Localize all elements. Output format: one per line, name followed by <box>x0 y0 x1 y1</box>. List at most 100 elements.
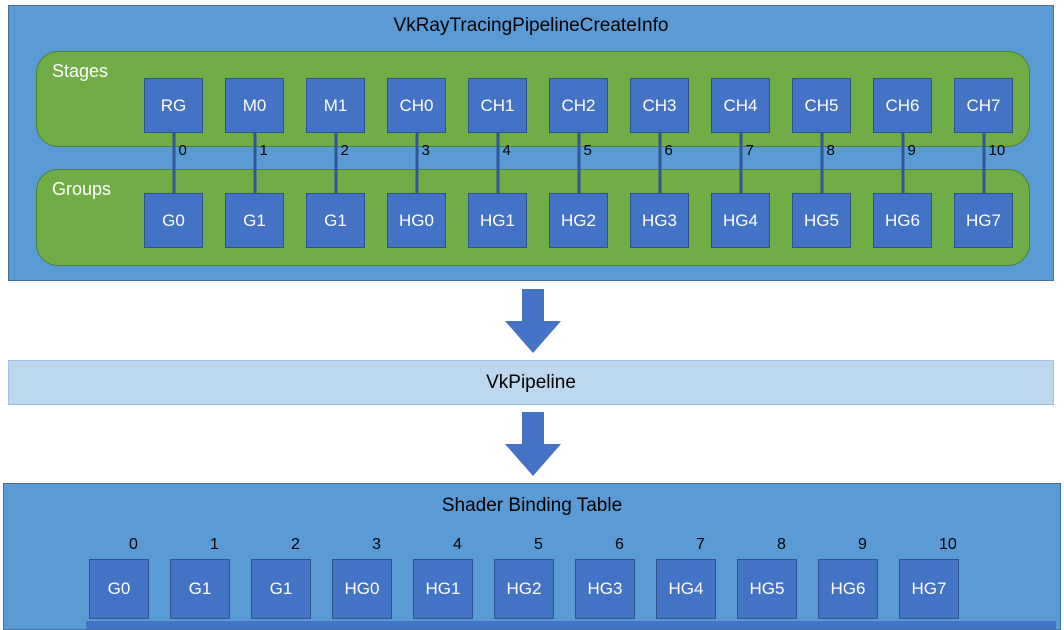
stage-node: CH2 <box>549 78 608 133</box>
create-info-panel: VkRayTracingPipelineCreateInfo Stages Gr… <box>8 5 1054 281</box>
index-label: 9 <box>907 142 916 159</box>
stage-group-columns: RG 0 G0 M0 1 G1 M1 2 G1 CH0 <box>144 78 1013 248</box>
group-node: HG3 <box>630 193 689 248</box>
index-label: 3 <box>421 142 430 159</box>
stage-group-connector: 1 <box>225 133 284 193</box>
group-node: HG6 <box>873 193 932 248</box>
group-node: HG1 <box>468 193 527 248</box>
stage-node: M0 <box>225 78 284 133</box>
down-arrow-icon <box>505 412 561 476</box>
pipeline-column: CH6 9 HG6 <box>873 78 932 248</box>
sbt-index-wrap: 6 <box>575 536 635 559</box>
pipeline-column: CH7 10 HG7 <box>954 78 1013 248</box>
stage-node: CH3 <box>630 78 689 133</box>
sbt-index-label: 7 <box>696 536 705 553</box>
stage-node: CH6 <box>873 78 932 133</box>
index-label: 5 <box>583 142 592 159</box>
index-label: 10 <box>988 142 1006 159</box>
create-info-title: VkRayTracingPipelineCreateInfo <box>393 15 669 36</box>
sbt-column: 0 G0 <box>89 536 149 619</box>
stage-group-connector: 10 <box>954 133 1013 193</box>
pipeline-column: M1 2 G1 <box>306 78 365 248</box>
sbt-index-wrap: 1 <box>170 536 230 559</box>
stage-group-connector: 3 <box>387 133 446 193</box>
sbt-column: 8 HG5 <box>737 536 797 619</box>
sbt-index-wrap: 9 <box>818 536 878 559</box>
pipeline-bar: VkPipeline <box>8 360 1054 405</box>
sbt-index-label: 6 <box>615 536 624 553</box>
group-node: G1 <box>225 193 284 248</box>
sbt-index-label: 10 <box>939 536 957 553</box>
stage-node: CH7 <box>954 78 1013 133</box>
stage-node: CH1 <box>468 78 527 133</box>
group-node: HG7 <box>954 193 1013 248</box>
connector-line <box>415 133 418 193</box>
stage-group-connector: 9 <box>873 133 932 193</box>
sbt-index-wrap: 7 <box>656 536 716 559</box>
sbt-index-label: 5 <box>534 536 543 553</box>
index-label: 8 <box>826 142 835 159</box>
connector-line <box>901 133 904 193</box>
pipeline-column: CH1 4 HG1 <box>468 78 527 248</box>
stage-node: RG <box>144 78 203 133</box>
sbt-index-label: 9 <box>858 536 867 553</box>
sbt-index-wrap: 3 <box>332 536 392 559</box>
sbt-column: 10 HG7 <box>899 536 959 619</box>
down-arrow-icon <box>505 289 561 353</box>
connector-line <box>658 133 661 193</box>
stage-group-connector: 7 <box>711 133 770 193</box>
stage-group-connector: 2 <box>306 133 365 193</box>
stage-node: CH0 <box>387 78 446 133</box>
connector-line <box>253 133 256 193</box>
sbt-node: G1 <box>251 559 311 619</box>
sbt-bottom-strip <box>86 621 1056 629</box>
sbt-index-wrap: 10 <box>899 536 959 559</box>
sbt-node: HG6 <box>818 559 878 619</box>
sbt-column: 1 G1 <box>170 536 230 619</box>
pipeline-label: VkPipeline <box>486 371 576 393</box>
group-node: G0 <box>144 193 203 248</box>
sbt-index-wrap: 2 <box>251 536 311 559</box>
group-node: HG4 <box>711 193 770 248</box>
sbt-node: HG3 <box>575 559 635 619</box>
sbt-node: HG7 <box>899 559 959 619</box>
sbt-node: HG0 <box>332 559 392 619</box>
group-node: G1 <box>306 193 365 248</box>
connector-line <box>172 133 175 193</box>
pipeline-column: CH5 8 HG5 <box>792 78 851 248</box>
sbt-index-label: 0 <box>129 536 138 553</box>
connector-line <box>820 133 823 193</box>
group-node: HG2 <box>549 193 608 248</box>
sbt-columns: 0 G0 1 G1 2 G1 3 HG0 4 HG1 <box>89 536 959 619</box>
sbt-index-label: 3 <box>372 536 381 553</box>
sbt-column: 4 HG1 <box>413 536 473 619</box>
sbt-panel: Shader Binding Table 0 G0 1 G1 2 G1 3 HG… <box>3 483 1061 630</box>
sbt-column: 7 HG4 <box>656 536 716 619</box>
groups-label: Groups <box>52 179 112 199</box>
sbt-column: 2 G1 <box>251 536 311 619</box>
pipeline-column: RG 0 G0 <box>144 78 203 248</box>
index-label: 0 <box>178 142 187 159</box>
index-label: 1 <box>259 142 268 159</box>
sbt-node: HG5 <box>737 559 797 619</box>
connector-line <box>334 133 337 193</box>
connector-line <box>577 133 580 193</box>
sbt-title: Shader Binding Table <box>441 495 623 516</box>
sbt-index-wrap: 0 <box>89 536 149 559</box>
sbt-node: HG1 <box>413 559 473 619</box>
sbt-index-label: 8 <box>777 536 786 553</box>
stage-node: M1 <box>306 78 365 133</box>
connector-line <box>982 133 985 193</box>
stage-node: CH4 <box>711 78 770 133</box>
index-label: 2 <box>340 142 349 159</box>
sbt-index-label: 1 <box>210 536 219 553</box>
sbt-index-wrap: 5 <box>494 536 554 559</box>
pipeline-column: CH4 7 HG4 <box>711 78 770 248</box>
index-label: 6 <box>664 142 673 159</box>
sbt-node: HG4 <box>656 559 716 619</box>
sbt-node: HG2 <box>494 559 554 619</box>
stage-group-connector: 5 <box>549 133 608 193</box>
stage-group-connector: 0 <box>144 133 203 193</box>
sbt-index-wrap: 8 <box>737 536 797 559</box>
sbt-node: G1 <box>170 559 230 619</box>
